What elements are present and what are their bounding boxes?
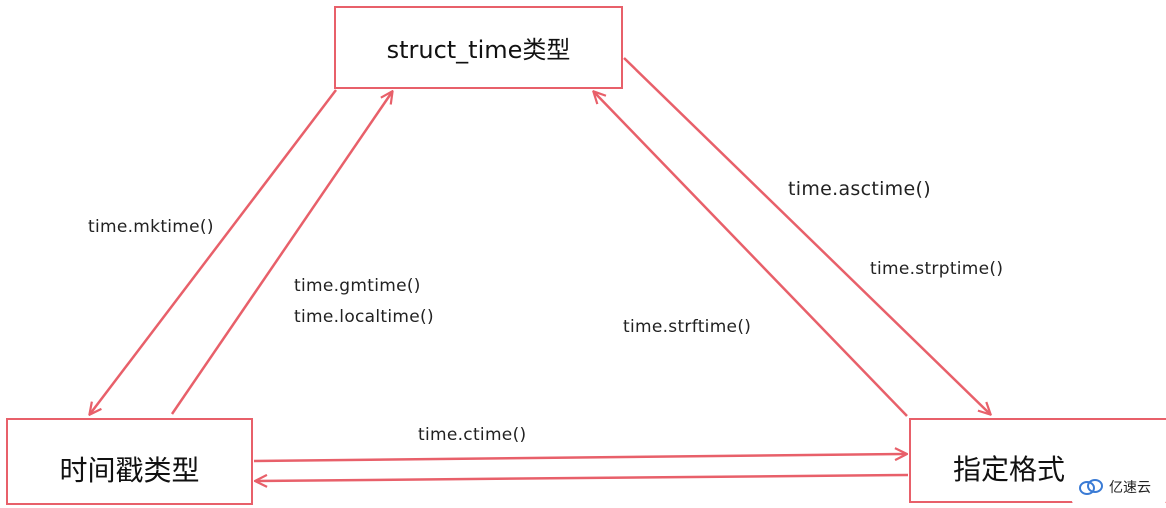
node-struct-time-label: struct_time类型 <box>386 36 571 64</box>
arrow-strptime <box>594 92 908 417</box>
arrow-mktime <box>90 89 337 414</box>
edge-label-localtime: time.localtime() <box>294 307 434 327</box>
edge-label-mktime: time.mktime() <box>88 217 214 237</box>
edge-label-asctime: time.asctime() <box>788 178 931 200</box>
edge-label-ctime: time.ctime() <box>418 425 527 445</box>
arrow-formatted-to-timestamp <box>256 473 909 481</box>
arrow-strftime-asctime <box>623 57 990 414</box>
arrow-ctime <box>253 454 906 463</box>
node-struct-time: struct_time类型 <box>334 6 623 89</box>
watermark: 亿速云 <box>1072 470 1166 504</box>
edge-label-strptime: time.strptime() <box>870 259 1004 279</box>
arrow-gmtime-localtime <box>170 92 392 415</box>
cloud-logo-icon <box>1079 479 1103 495</box>
node-timestamp: 时间戳类型 <box>6 418 253 505</box>
edge-label-gmtime: time.gmtime() <box>294 276 421 296</box>
edge-label-strftime: time.strftime() <box>623 317 752 337</box>
watermark-text: 亿速云 <box>1109 480 1151 496</box>
node-timestamp-label: 时间戳类型 <box>59 453 200 487</box>
node-formatted-label: 指定格式 <box>953 452 1066 486</box>
